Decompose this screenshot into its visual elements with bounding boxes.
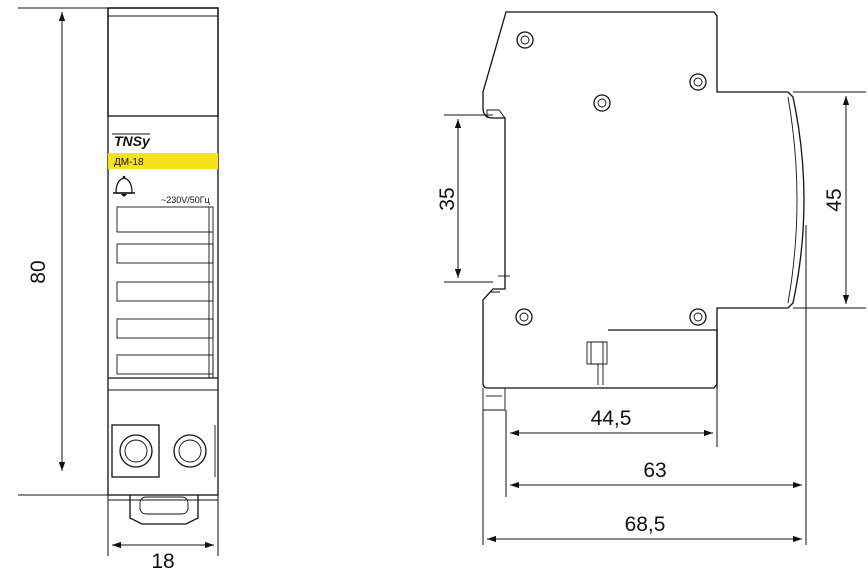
- front-view: ДМ-18 TNSy ~230V/50Гц: [18, 7, 219, 573]
- side-body-outline: [482, 11, 805, 389]
- dim-depth-body-label: 63: [643, 459, 666, 482]
- terminal-box: [608, 329, 718, 388]
- dim-width-label: 18: [151, 550, 174, 573]
- clip-bottom: [482, 388, 506, 411]
- brand-logo: TNSy: [114, 133, 151, 149]
- terminal-screw-right: [173, 434, 207, 468]
- dim-depth-total-label: 68,5: [625, 513, 666, 536]
- dim-rail-label: 35: [436, 187, 459, 210]
- dim-front-label: 45: [823, 188, 846, 211]
- terminal-screw-left: [119, 434, 153, 468]
- front-top-cover: [107, 7, 219, 117]
- model-label: ДМ-18: [114, 157, 144, 168]
- rivets: [515, 31, 707, 326]
- rating-label: ~230V/50Гц: [161, 195, 210, 205]
- dim-depth-front-label: 44,5: [591, 407, 632, 430]
- dim-height-label: 80: [27, 260, 50, 283]
- model-label-strip: [108, 153, 218, 169]
- bell-icon: [113, 175, 135, 197]
- din-clip: [129, 495, 199, 525]
- front-body-outline: [107, 7, 219, 496]
- front-slots: [116, 206, 214, 378]
- side-view: 35 45 44,5 63 68,5: [436, 11, 866, 545]
